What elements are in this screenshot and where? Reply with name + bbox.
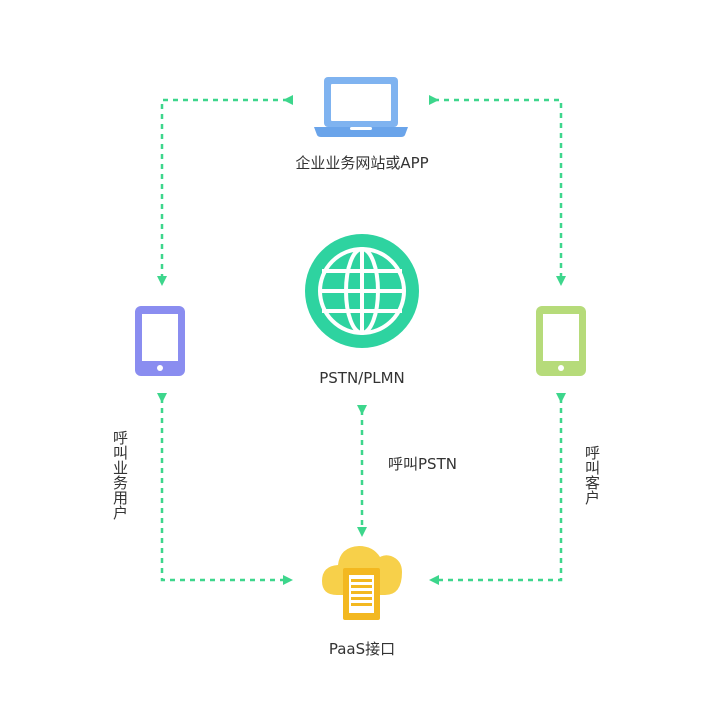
call-pstn-label: 呼叫PSTN [388, 455, 457, 473]
call-business-user-label: 呼叫业务用户 [111, 430, 129, 520]
edge-business-user-to-paas [157, 393, 293, 585]
globe-icon [305, 234, 419, 348]
edge-customer-to-paas [429, 393, 566, 585]
call-customer-label: 呼叫客户 [583, 445, 601, 505]
tablet-icon [135, 306, 185, 376]
phone-icon [536, 306, 586, 376]
edge-website-to-customer [429, 95, 566, 286]
cloud-server-icon [322, 546, 402, 620]
website-label: 企业业务网站或APP [295, 154, 429, 172]
laptop-icon [314, 77, 408, 137]
network-label: PSTN/PLMN [319, 369, 405, 387]
edge-website-to-business-user [157, 95, 293, 286]
paas-label: PaaS接口 [328, 640, 396, 658]
